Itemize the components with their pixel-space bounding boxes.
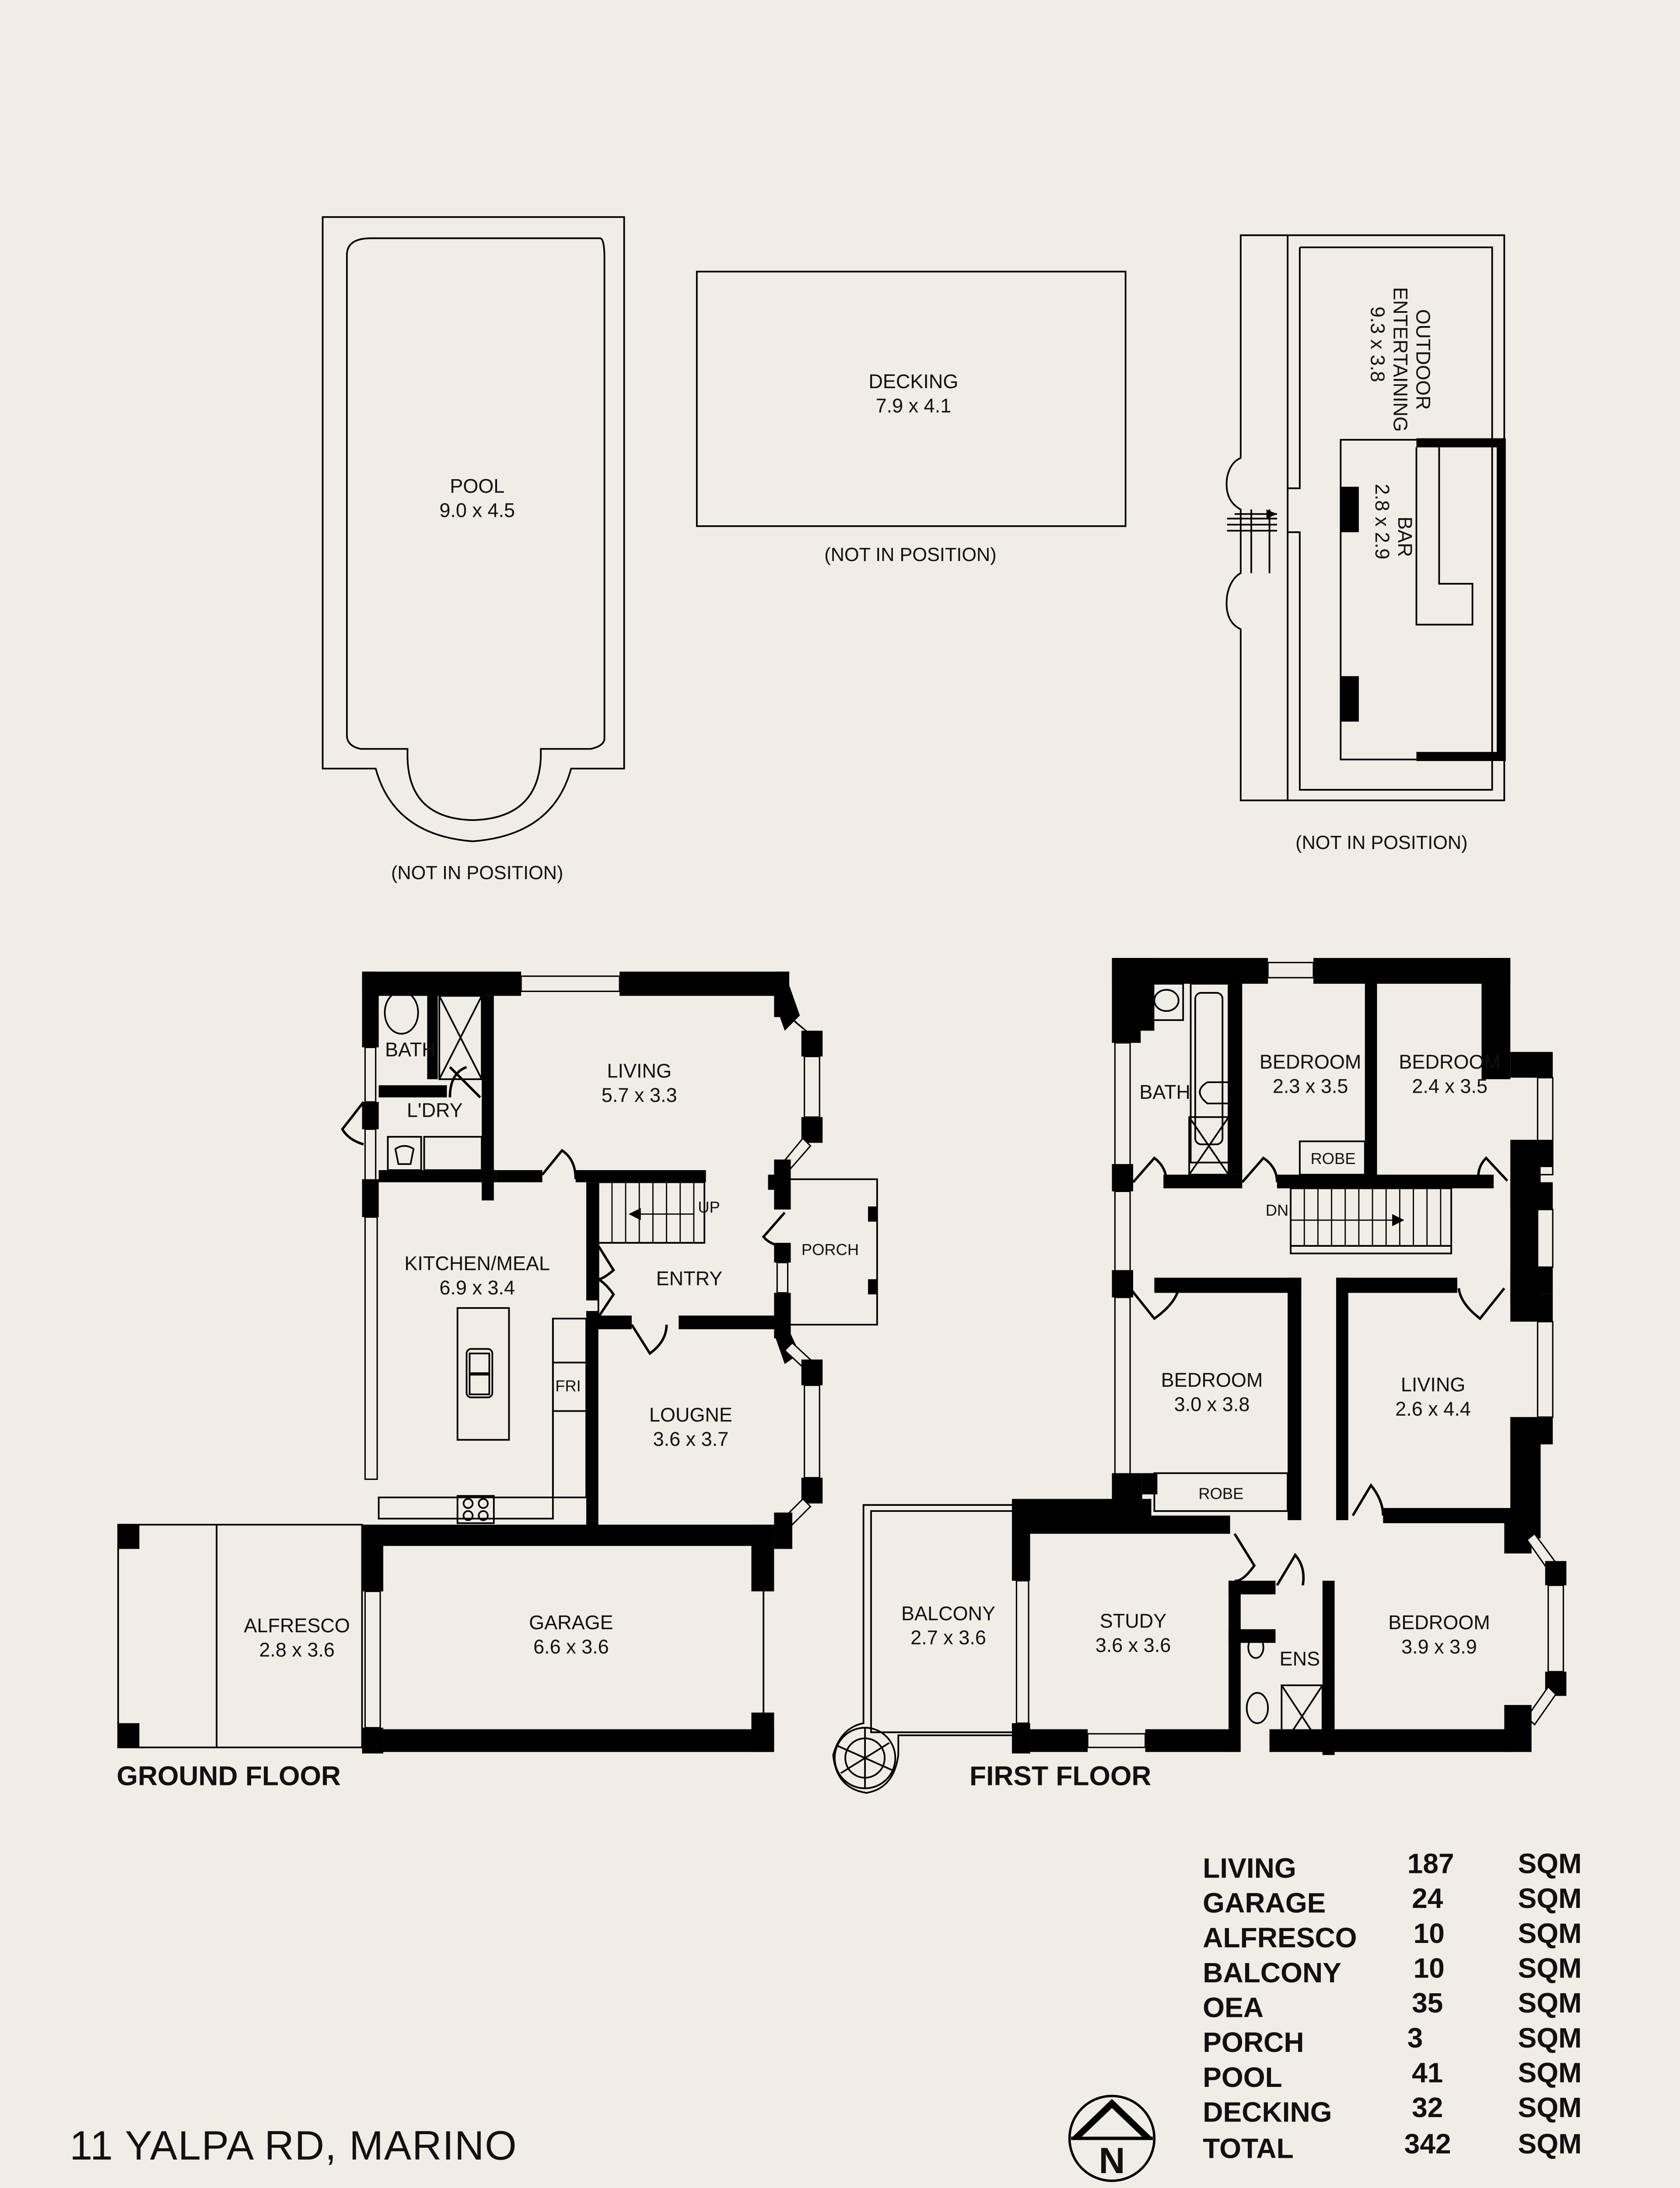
area-label: POOL [1203, 2062, 1282, 2093]
first-floor-title: FIRST FLOOR [970, 1761, 1151, 1792]
outdoor-entertaining-outline: OUTDOOR ENTERTAINING 9.3 x 3.8 (NOT IN P… [1225, 234, 1505, 853]
ff-living-label: LIVING [1401, 1373, 1466, 1396]
property-address: 11 YALPA RD, MARINO [70, 2122, 517, 2168]
area-value: 342 [1404, 2128, 1451, 2160]
ff-living-dims: 2.6 x 4.4 [1395, 1398, 1471, 1420]
decking-dims: 7.9 x 4.1 [876, 395, 952, 417]
oea-note: (NOT IN POSITION) [1295, 832, 1467, 853]
area-unit: SQM [1518, 2092, 1582, 2123]
bedroom2-dims: 2.3 x 3.5 [1273, 1075, 1348, 1097]
area-row: GARAGE 24 SQM [1203, 1883, 1582, 1918]
robe1-label: ROBE [1311, 1150, 1356, 1168]
area-value: 41 [1412, 2057, 1443, 2088]
area-value: 187 [1407, 1848, 1454, 1879]
alfresco-dims: 2.8 x 3.6 [259, 1638, 335, 1661]
bedroom3-label: BEDROOM [1399, 1051, 1501, 1073]
area-value: 10 [1414, 1953, 1445, 1984]
fridge-label: FRI [555, 1377, 581, 1395]
decking-label: DECKING [868, 370, 958, 393]
area-unit: SQM [1518, 1953, 1582, 1984]
first-stairs-label: DN [1266, 1201, 1289, 1219]
area-value: 3 [1407, 2022, 1423, 2054]
north-letter: N [1099, 2140, 1125, 2181]
bedroom4-dims: 3.0 x 3.8 [1174, 1393, 1250, 1415]
area-unit: SQM [1518, 1987, 1582, 2019]
porch-label: PORCH [802, 1241, 859, 1259]
pool-outline: POOL 9.0 x 4.5 (NOT IN POSITION) [322, 216, 625, 884]
north-arrow-icon: N [1068, 2094, 1156, 2182]
kitchen-label: KITCHEN/MEAL [404, 1252, 550, 1274]
area-value: 32 [1412, 2092, 1443, 2123]
bedroom4-label: BEDROOM [1161, 1369, 1263, 1391]
area-unit: SQM [1518, 2128, 1582, 2160]
area-row-total: TOTAL 342 SQM [1203, 2128, 1582, 2164]
entry-label: ENTRY [656, 1267, 723, 1290]
area-label: LIVING [1203, 1852, 1296, 1884]
bedroom2-label: BEDROOM [1260, 1051, 1362, 1073]
alfresco-label: ALFRESCO [244, 1614, 350, 1637]
master-label: BEDROOM [1388, 1611, 1490, 1634]
area-unit: SQM [1518, 2057, 1582, 2088]
ff-bath-label: BATH [1139, 1081, 1190, 1103]
area-row: OEA 35 SQM [1203, 1987, 1582, 2023]
master-dims: 3.9 x 3.9 [1401, 1636, 1477, 1658]
area-label: OEA [1203, 1992, 1264, 2023]
balcony-label: BALCONY [901, 1602, 995, 1624]
area-row: PORCH 3 SQM [1203, 2022, 1582, 2058]
bar-dims: 2.8 x 2.9 [1371, 484, 1393, 560]
area-schedule: LIVING 187 SQM GARAGE 24 SQM ALFRESCO 10… [1203, 1848, 1582, 2164]
area-value: 35 [1412, 1987, 1443, 2019]
ensuite-label: ENS [1280, 1648, 1320, 1670]
area-label: PORCH [1203, 2027, 1304, 2058]
bar-area: BAR 2.8 x 2.9 [1340, 438, 1506, 761]
laundry-label: L'DRY [407, 1099, 463, 1122]
balcony-dims: 2.7 x 3.6 [910, 1627, 986, 1649]
first-floor-plan: DN [832, 958, 1567, 1794]
area-value: 24 [1412, 1883, 1443, 1914]
ground-stairs-label: UP [698, 1198, 720, 1216]
area-unit: SQM [1518, 1918, 1582, 1949]
garage-dims: 6.6 x 3.6 [533, 1636, 609, 1658]
study-dims: 3.6 x 3.6 [1096, 1634, 1171, 1656]
pool-dims: 9.0 x 4.5 [439, 499, 515, 522]
decking-outline: DECKING 7.9 x 4.1 (NOT IN POSITION) [696, 270, 1127, 565]
robe2-label: ROBE [1198, 1484, 1243, 1502]
area-unit: SQM [1518, 1848, 1582, 1879]
area-label: ALFRESCO [1203, 1922, 1357, 1953]
lounge-dims: 3.6 x 3.7 [653, 1428, 729, 1450]
pool-label: POOL [450, 475, 504, 497]
gf-bath-label: BATH [385, 1038, 436, 1061]
ground-floor-plan: UP PORCH FRI [117, 971, 878, 1792]
lounge-label: LOUGNE [649, 1404, 732, 1426]
gf-living-label: LIVING [607, 1060, 672, 1082]
decking-note: (NOT IN POSITION) [824, 544, 996, 565]
bedroom3-dims: 2.4 x 3.5 [1412, 1075, 1488, 1097]
area-unit: SQM [1518, 1883, 1582, 1914]
area-row: ALFRESCO 10 SQM [1203, 1918, 1582, 1953]
bar-label: BAR [1394, 516, 1416, 557]
area-row: BALCONY 10 SQM [1203, 1953, 1582, 1988]
pool-note: (NOT IN POSITION) [391, 863, 563, 884]
study-label: STUDY [1100, 1610, 1167, 1632]
ground-floor-title: GROUND FLOOR [117, 1761, 341, 1792]
garage-label: GARAGE [529, 1611, 613, 1634]
area-row: DECKING 32 SQM [1203, 2092, 1582, 2128]
gf-living-dims: 5.7 x 3.3 [602, 1084, 677, 1106]
area-label: BALCONY [1203, 1957, 1341, 1988]
area-label: TOTAL [1203, 2133, 1294, 2164]
area-value: 10 [1414, 1918, 1445, 1949]
oea-label-line2: ENTERTAINING [1390, 287, 1412, 432]
kitchen-dims: 6.9 x 3.4 [439, 1276, 515, 1299]
oea-label-line1: OUTDOOR [1412, 309, 1435, 410]
area-row: POOL 41 SQM [1203, 2057, 1582, 2093]
area-row: LIVING 187 SQM [1203, 1848, 1582, 1884]
oea-dims: 9.3 x 3.8 [1367, 307, 1389, 382]
area-label: GARAGE [1203, 1887, 1326, 1919]
area-label: DECKING [1203, 2096, 1332, 2128]
area-unit: SQM [1518, 2022, 1582, 2054]
